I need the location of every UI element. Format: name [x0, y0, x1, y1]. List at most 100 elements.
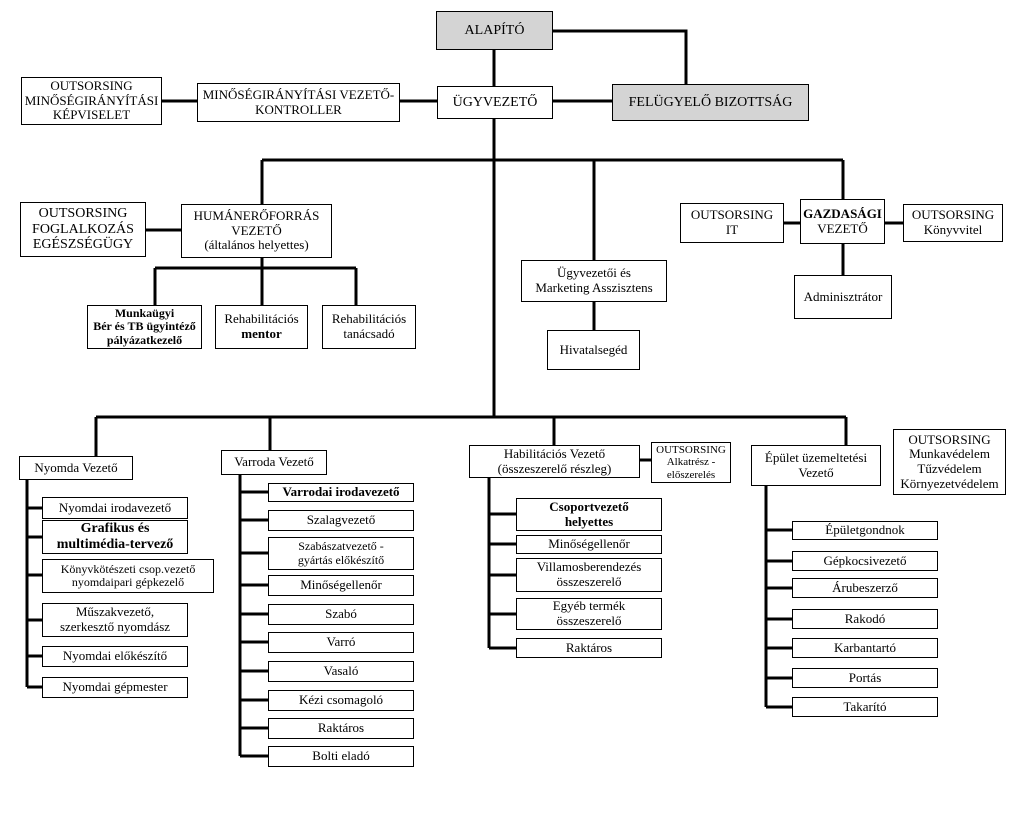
adminisztrator-label: Adminisztrátor — [803, 288, 883, 304]
line: Minőségellenőr — [548, 536, 630, 552]
outsorsing-minoseg-box: OUTSORSING MINŐSÉGIRÁNYÍTÁSI KÉPVISELET — [21, 77, 162, 125]
hivatalseged-label: Hivatalsegéd — [559, 341, 628, 357]
line: Vasaló — [323, 663, 359, 679]
line: FOGLALKOZÁS — [32, 221, 134, 237]
line: Műszakvezető, — [75, 604, 155, 620]
line: gyártás előkészítő — [297, 552, 385, 567]
line: Portás — [848, 669, 882, 685]
line: előszerelés — [666, 468, 716, 481]
nyomda-vezeto-box: Nyomda Vezető — [19, 456, 133, 480]
list-item: Villamosberendezés összeszerelő — [516, 558, 662, 592]
line: helyettes — [564, 513, 614, 529]
list-item: Raktáros — [268, 718, 414, 739]
rehabilitacios-mentor-box: Rehabilitációs mentor — [215, 305, 308, 349]
list-item: Szabó — [268, 604, 414, 625]
line: Szabó — [325, 606, 357, 622]
epulet-vezeto-box: Épület üzemeltetési Vezető — [751, 445, 881, 486]
line: Épület üzemeltetési — [764, 449, 868, 465]
line: VEZETŐ — [231, 222, 282, 238]
line: OUTSORSING — [50, 78, 133, 94]
adminisztrator-box: Adminisztrátor — [794, 275, 892, 319]
gazdasagi-vezeto-box: GAZDASÁGI VEZETŐ — [800, 199, 885, 244]
line: Nyomdai előkészítő — [62, 648, 168, 664]
outsorsing-munkavedelem-box: OUTSORSING Munkavédelem Tűzvédelem Körny… — [893, 429, 1006, 495]
line: KÉPVISELET — [52, 107, 131, 123]
line: Ügyvezetői és — [556, 265, 631, 281]
line: nyomdaipari gépkezelő — [71, 575, 185, 589]
line: Habilitációs Vezető — [503, 445, 606, 461]
line: Gépkocsivezető — [823, 552, 907, 568]
line: Kézi csomagoló — [298, 692, 384, 708]
line: OUTSORSING — [690, 207, 774, 223]
line: HUMÁNERŐFORRÁS — [193, 208, 320, 224]
line: Épületgondnok — [825, 522, 905, 538]
line: összeszerelő — [556, 613, 622, 628]
list-item: Nyomdai előkészítő — [42, 646, 188, 667]
line: Raktáros — [317, 720, 365, 736]
alapito-label: ALAPÍTÓ — [464, 22, 525, 38]
outsorsing-foglalkozas-box: OUTSORSING FOGLALKOZÁS EGÉSZSÉGÜGY — [20, 202, 146, 257]
line: MINŐSÉGIRÁNYÍTÁSI VEZETŐ- — [202, 86, 395, 102]
felugyelo-bizottsag-box: FELÜGYELŐ BIZOTTSÁG — [612, 84, 809, 121]
list-item: Műszakvezető, szerkesztő nyomdász — [42, 603, 188, 637]
line: multimédia-tervező — [56, 537, 174, 552]
line: Raktáros — [565, 639, 613, 655]
varroda-head-label: Varroda Vezető — [234, 454, 314, 470]
line: Bolti eladó — [312, 748, 370, 764]
line: Könyvkötészeti csop.vezető — [60, 561, 196, 576]
line: Nyomdai gépmester — [62, 679, 168, 695]
line: OUTSORSING — [38, 205, 128, 221]
line: Csoportvezető — [549, 498, 629, 514]
habilitacios-vezeto-box: Habilitációs Vezető (összeszerelő részle… — [469, 445, 640, 478]
line: pályázatkezelő — [106, 332, 183, 347]
line: OUTSORSING — [911, 207, 995, 223]
munkaugyi-box: Munkaügyi Bér és TB ügyintéző pályázatke… — [87, 305, 202, 349]
line: szerkesztő nyomdász — [59, 619, 171, 634]
asszisztens-box: Ügyvezetői és Marketing Asszisztens — [521, 260, 667, 302]
outsorsing-konyvvitel-box: OUTSORSING Könyvvitel — [903, 204, 1003, 242]
list-item: Karbantartó — [792, 638, 938, 658]
line: Tűzvédelem — [917, 461, 982, 476]
line: EGÉSZSÉGÜGY — [32, 237, 134, 253]
line: (általános helyettes) — [204, 237, 309, 253]
line: Minőségellenőr — [300, 577, 382, 593]
list-item: Takarító — [792, 697, 938, 717]
list-item: Könyvkötészeti csop.vezető nyomdaipari g… — [42, 559, 214, 593]
line: Rakodó — [844, 610, 886, 626]
line: GAZDASÁGI — [803, 205, 882, 221]
line: Rehabilitációs — [331, 311, 407, 327]
line: VEZETŐ — [817, 220, 868, 236]
nyomda-head-label: Nyomda Vezető — [34, 459, 118, 475]
line: mentor — [241, 326, 282, 341]
hivatalseged-box: Hivatalsegéd — [547, 330, 640, 370]
list-item: Varrodai irodavezető — [268, 483, 414, 502]
rehabilitacios-tanacsado-box: Rehabilitációs tanácsadó — [322, 305, 416, 349]
list-item: Kézi csomagoló — [268, 690, 414, 711]
line: Munkavédelem — [909, 446, 990, 462]
list-item: Grafikus és multimédia-tervező — [42, 520, 188, 554]
list-item: Egyéb termék összeszerelő — [516, 598, 662, 630]
list-item: Gépkocsivezető — [792, 551, 938, 571]
outsorsing-it-box: OUTSORSING IT — [680, 203, 784, 243]
line: Villamosberendezés — [536, 559, 642, 575]
list-item: Csoportvezető helyettes — [516, 498, 662, 531]
line: OUTSORSING — [908, 431, 991, 447]
minosegiranyitasi-vezeto-box: MINŐSÉGIRÁNYÍTÁSI VEZETŐ- KONTROLLER — [197, 83, 400, 122]
list-item: Vasaló — [268, 661, 414, 682]
list-item: Varró — [268, 632, 414, 653]
line: Bér és TB ügyintéző — [93, 319, 196, 334]
line: Árubeszerző — [832, 579, 898, 595]
line: Munkaügyi — [114, 305, 175, 320]
list-item: Portás — [792, 668, 938, 688]
list-item: Minőségellenőr — [268, 575, 414, 596]
line: Könyvvitel — [923, 222, 983, 237]
ugyvezeto-box: ÜGYVEZETŐ — [437, 86, 553, 119]
line: Nyomdai irodavezető — [58, 499, 172, 515]
list-item: Szabászatvezető - gyártás előkészítő — [268, 537, 414, 570]
list-item: Épületgondnok — [792, 521, 938, 540]
varroda-vezeto-box: Varroda Vezető — [221, 450, 327, 475]
line: Varró — [326, 634, 356, 650]
line: Egyéb termék — [552, 598, 626, 614]
line: MINŐSÉGIRÁNYÍTÁSI — [24, 92, 159, 108]
